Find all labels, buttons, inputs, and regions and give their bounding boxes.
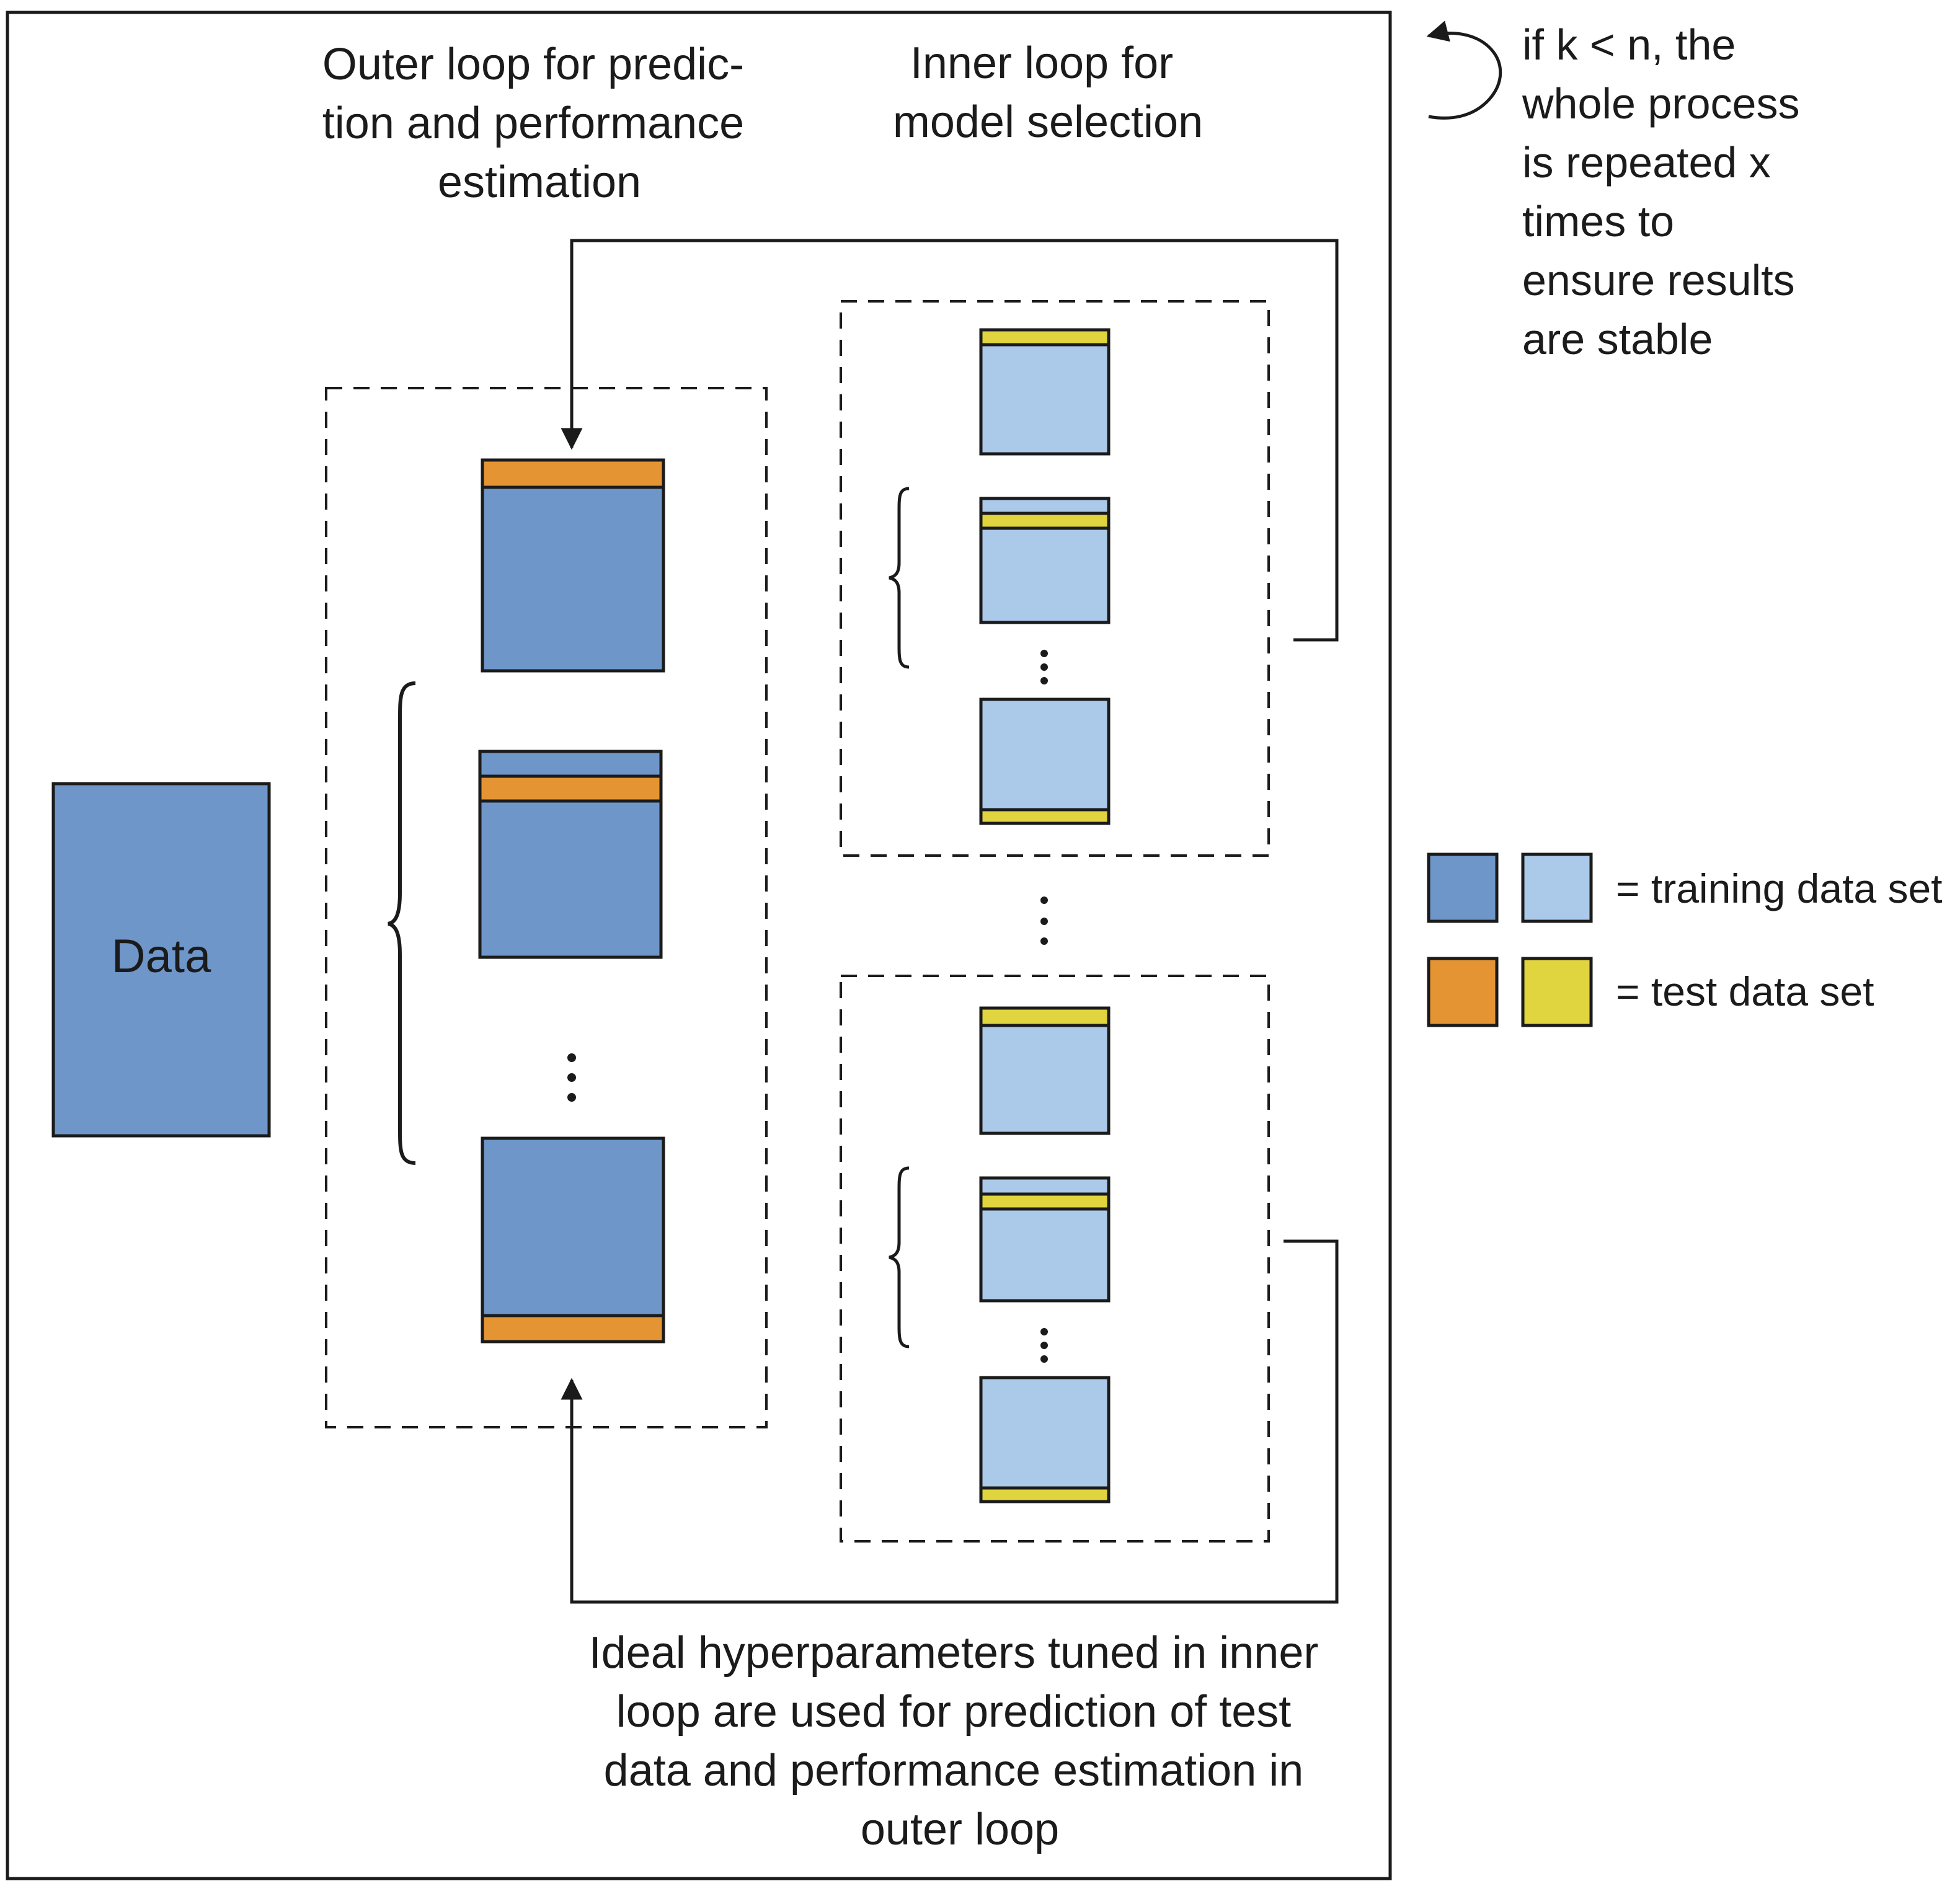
data-block bbox=[51, 782, 271, 1138]
legend-swatch-inner-test bbox=[1521, 957, 1593, 1027]
inner-fold-kb bbox=[979, 1376, 1111, 1503]
legend-item-test: = test data set bbox=[1427, 957, 1874, 1027]
outer-frame bbox=[6, 11, 1392, 1880]
inner-train-block bbox=[979, 1024, 1111, 1135]
feedback-arrow-bottom bbox=[561, 1239, 1339, 1604]
vertical-dots-icon bbox=[1040, 650, 1048, 684]
outer-test-band bbox=[481, 1314, 665, 1344]
inner-fold-1b bbox=[979, 1006, 1111, 1135]
left-curly-brace-icon bbox=[889, 487, 910, 669]
bottom-note: Ideal hyperparameters tuned in inner loo… bbox=[589, 1628, 1331, 1854]
legend-label-training: = training data set bbox=[1616, 866, 1943, 911]
inner-fold-1 bbox=[979, 328, 1111, 456]
inner-train-block bbox=[979, 697, 1111, 812]
inner-test-band bbox=[979, 511, 1111, 530]
outer-loop-region bbox=[325, 387, 768, 1428]
legend-swatch-inner-train bbox=[1521, 852, 1593, 923]
legend-swatch-outer-test bbox=[1427, 957, 1499, 1027]
inner-train-block bbox=[979, 526, 1111, 624]
inner-train-block bbox=[979, 1376, 1111, 1490]
repeat-note: if k < n, the whole process is repeated … bbox=[1522, 20, 1812, 363]
counterclockwise-arrow-icon bbox=[1426, 20, 1502, 120]
legend-label-test: = test data set bbox=[1616, 968, 1874, 1014]
inner-fold-2 bbox=[979, 497, 1111, 624]
inner-train-band bbox=[979, 1176, 1111, 1196]
inner-test-band bbox=[979, 808, 1111, 825]
inner-test-band bbox=[979, 1006, 1111, 1027]
inner-fold-k bbox=[979, 697, 1111, 825]
inner-fold-2b bbox=[979, 1176, 1111, 1303]
inner-test-band bbox=[979, 1192, 1111, 1211]
inner-train-band bbox=[979, 497, 1111, 515]
vertical-dots-icon bbox=[567, 1053, 576, 1102]
vertical-dots-icon bbox=[1040, 1328, 1048, 1363]
vertical-dots-icon bbox=[1040, 897, 1048, 945]
inner-loop-heading: Inner loop for model selection bbox=[893, 38, 1203, 147]
left-curly-brace-icon bbox=[388, 681, 416, 1165]
data-block-label: Data bbox=[112, 930, 211, 983]
legend: = training data set = test data set bbox=[1427, 852, 1943, 1027]
left-curly-brace-icon bbox=[889, 1166, 910, 1348]
outer-test-band bbox=[481, 458, 665, 489]
outer-train-band bbox=[478, 750, 663, 778]
outer-fold-2 bbox=[478, 750, 663, 959]
feedback-arrow-top bbox=[561, 239, 1339, 642]
inner-test-band bbox=[979, 1486, 1111, 1503]
outer-test-band bbox=[478, 774, 663, 803]
inner-train-block bbox=[979, 1207, 1111, 1303]
legend-item-training: = training data set bbox=[1427, 852, 1943, 923]
outer-fold-1 bbox=[481, 458, 665, 673]
outer-fold-k bbox=[481, 1136, 665, 1344]
outer-loop-heading: Outer loop for predic- tion and performa… bbox=[322, 40, 756, 207]
outer-train-block bbox=[481, 1136, 665, 1317]
outer-train-block bbox=[478, 799, 663, 959]
outer-train-block bbox=[481, 485, 665, 673]
inner-train-block bbox=[979, 343, 1111, 456]
inner-test-band bbox=[979, 328, 1111, 347]
legend-swatch-outer-train bbox=[1427, 852, 1499, 923]
inner-loop-region-2 bbox=[840, 975, 1270, 1543]
